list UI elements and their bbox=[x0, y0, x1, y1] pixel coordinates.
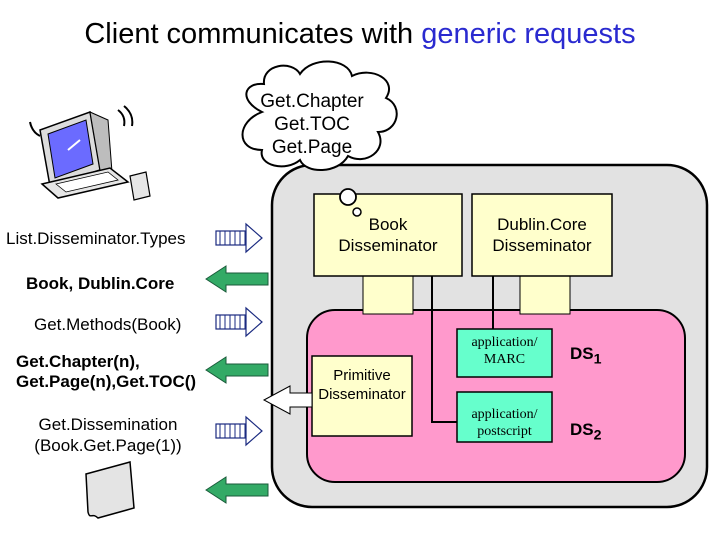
message-get-methods: Get.Methods(Book) bbox=[34, 315, 181, 335]
request-arrow bbox=[215, 222, 263, 254]
dublincore-disseminator-line1: Dublin.Core bbox=[497, 215, 587, 234]
message-3-line2: Get.Page(n),Get.TOC() bbox=[16, 372, 197, 391]
datastream-marc-box bbox=[456, 328, 553, 378]
datastream-postscript-box bbox=[456, 391, 553, 443]
message-get-chapter: Get.Chapter(n), Get.Page(n),Get.TOC() bbox=[16, 352, 196, 392]
message-list-disseminator-types: List.Disseminator.Types bbox=[6, 229, 186, 249]
cloud-line-getpage: Get.Page bbox=[271, 137, 353, 158]
document-icon bbox=[85, 461, 135, 519]
message-4-line2: (Book.Get.Page(1)) bbox=[34, 436, 182, 455]
message-2-line: Get.Methods(Book) bbox=[34, 315, 182, 334]
cloud-text: Get.Chapter Get.TOC Get.Page bbox=[250, 90, 374, 159]
primitive-disseminator-box bbox=[311, 355, 413, 437]
title-highlight: generic requests bbox=[421, 18, 636, 50]
primitive-disseminator-label: Primitive Disseminator bbox=[300, 366, 424, 404]
dublincore-disseminator-line2: Disseminator bbox=[492, 236, 592, 255]
primitive-pointer bbox=[262, 385, 313, 415]
book-disseminator-box bbox=[313, 193, 463, 277]
message-1-line: Book, Dublin.Core bbox=[26, 274, 175, 293]
ds2-label: DS2 bbox=[570, 420, 602, 443]
message-book-dublincore: Book, Dublin.Core bbox=[26, 274, 174, 294]
datastream-marc-label: application/ MARC bbox=[457, 334, 552, 368]
title-prefix: Client communicates with bbox=[84, 18, 414, 50]
message-4-line1: Get.Dissemination bbox=[38, 415, 178, 434]
ds1-type-line1: application/ bbox=[471, 335, 538, 350]
ds2-type-line1: application/ bbox=[471, 407, 538, 422]
dublincore-disseminator-label: Dublin.Core Disseminator bbox=[472, 214, 612, 256]
datastream-postscript-label: application/ postscript bbox=[457, 406, 552, 440]
ds1-subscript: 1 bbox=[593, 351, 602, 368]
dublincore-stem bbox=[519, 275, 571, 315]
cloud-line-gettoc: Get.TOC bbox=[274, 114, 350, 135]
cloud-line-getchapter: Get.Chapter bbox=[260, 91, 364, 112]
message-arrows bbox=[205, 222, 269, 504]
message-3-line1: Get.Chapter(n), bbox=[16, 352, 140, 371]
book-disseminator-label: Book Disseminator bbox=[314, 214, 462, 256]
response-arrow bbox=[205, 265, 269, 293]
page-title: Client communicates with generic request… bbox=[0, 18, 720, 51]
ds2-subscript: 2 bbox=[593, 427, 602, 444]
primitive-disseminator-line1: Primitive bbox=[333, 367, 391, 384]
primitive-disseminator-line2: Disseminator bbox=[318, 386, 406, 403]
book-disseminator-line2: Disseminator bbox=[338, 236, 438, 255]
ds2-type-line2: postscript bbox=[477, 424, 532, 439]
ds1-type-line2: MARC bbox=[483, 352, 526, 367]
ds1-label: DS1 bbox=[570, 344, 602, 367]
message-0-line: List.Disseminator.Types bbox=[6, 229, 186, 248]
book-disseminator-line1: Book bbox=[368, 215, 408, 234]
request-arrow bbox=[215, 306, 263, 338]
book-stem bbox=[362, 275, 414, 315]
response-arrow bbox=[205, 476, 269, 504]
ds2-name: DS bbox=[570, 420, 594, 439]
dublincore-disseminator-box bbox=[471, 193, 613, 277]
message-get-dissemination: Get.Dissemination (Book.Get.Page(1)) bbox=[24, 414, 192, 456]
request-cloud bbox=[241, 60, 398, 217]
response-arrow bbox=[205, 356, 269, 384]
request-arrow bbox=[215, 415, 263, 447]
ds1-name: DS bbox=[570, 344, 594, 363]
computer-icon bbox=[29, 105, 151, 201]
connector-book-ds2 bbox=[431, 276, 457, 423]
